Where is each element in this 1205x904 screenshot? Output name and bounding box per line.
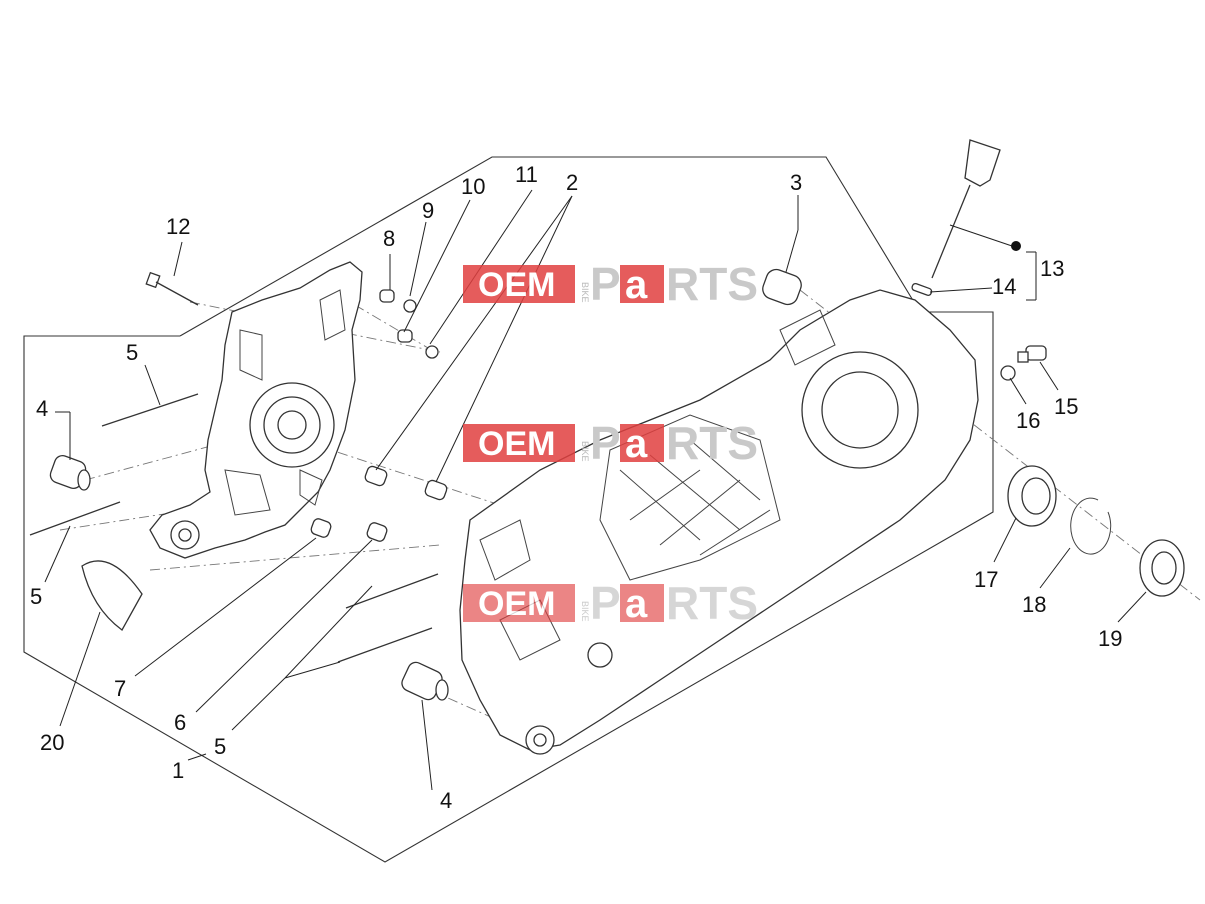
bushing-3 — [762, 268, 802, 306]
silent-block-4-lower — [401, 661, 449, 701]
oil-seal-19 — [1139, 539, 1185, 597]
callout-2: 2 — [566, 170, 578, 195]
callout-5-bottom: 5 — [214, 734, 226, 759]
callout-16: 16 — [1016, 408, 1040, 433]
bearing-17 — [1007, 465, 1057, 527]
bushing-20 — [81, 560, 143, 631]
callout-9: 9 — [422, 198, 434, 223]
watermark-oem: OEM — [478, 425, 555, 463]
callout-1: 1 — [172, 758, 184, 783]
watermark-oem: OEM — [478, 585, 555, 623]
callout-15: 15 — [1054, 394, 1078, 419]
left-crankcase-half — [149, 261, 363, 559]
watermark-bike: BIKE — [580, 282, 590, 303]
callout-labels: 1 2 3 4 4 5 5 5 6 7 8 9 10 11 12 13 14 1… — [30, 162, 1122, 813]
callout-10: 10 — [461, 174, 485, 199]
callout-5-upper: 5 — [126, 340, 138, 365]
watermark-rts: RTS — [666, 417, 758, 469]
watermark-p: P — [590, 417, 621, 469]
callout-17: 17 — [974, 567, 998, 592]
callout-5-left: 5 — [30, 584, 42, 609]
assembly-frame — [23, 156, 994, 863]
washer-16 — [1000, 365, 1016, 381]
stud-bolts — [29, 393, 439, 663]
bullet-dot-icon — [1011, 241, 1021, 251]
watermark-rts: RTS — [666, 258, 758, 310]
watermark-a: a — [625, 422, 648, 466]
watermark-a: a — [625, 582, 648, 626]
watermark-bike: BIKE — [580, 441, 590, 462]
plug-washers-8-11 — [379, 289, 439, 359]
callout-14: 14 — [992, 274, 1016, 299]
watermark-middle: OEM BIKE P a RTS — [463, 417, 758, 469]
watermark-p: P — [590, 577, 621, 629]
callout-18: 18 — [1022, 592, 1046, 617]
callout-6: 6 — [174, 710, 186, 735]
silent-block-4 — [49, 454, 91, 491]
watermark-bottom: OEM BIKE P a RTS — [463, 577, 758, 629]
screw-15 — [1017, 345, 1047, 363]
callout-4-left: 4 — [36, 396, 48, 421]
callout-3: 3 — [790, 170, 802, 195]
callout-12: 12 — [166, 214, 190, 239]
watermark-p: P — [590, 258, 621, 310]
callout-7: 7 — [114, 676, 126, 701]
watermark-a: a — [625, 263, 648, 307]
circlip-18 — [1070, 497, 1112, 555]
watermark-top: OEM BIKE P a RTS — [463, 258, 758, 310]
callout-4-bottom: 4 — [440, 788, 452, 813]
dowel-pins — [310, 465, 448, 542]
callout-13: 13 — [1040, 256, 1064, 281]
callout-8: 8 — [383, 226, 395, 251]
bolt-12 — [145, 271, 199, 306]
watermark-rts: RTS — [666, 577, 758, 629]
callout-19: 19 — [1098, 626, 1122, 651]
watermark-oem: OEM — [478, 266, 555, 304]
dipstick-13 — [911, 139, 1001, 296]
right-crankcase-half — [459, 289, 979, 755]
callout-20: 20 — [40, 730, 64, 755]
callout-11: 11 — [515, 162, 538, 187]
watermark-bike: BIKE — [580, 601, 590, 622]
